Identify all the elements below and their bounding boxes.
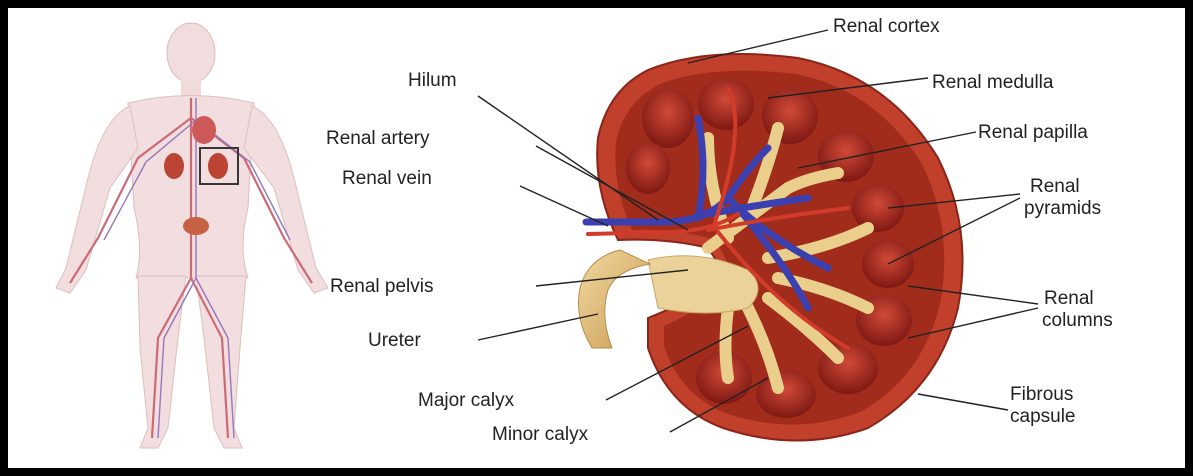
- label-renal-vein: Renal vein: [342, 168, 432, 189]
- body-right-arm: [244, 106, 328, 293]
- label-renal-cortex: Renal cortex: [833, 16, 940, 37]
- bladder-icon: [183, 217, 209, 235]
- label-fibrous-capsule-line1: Fibrous: [1010, 384, 1073, 405]
- body-head: [167, 23, 215, 83]
- label-hilum: Hilum: [408, 70, 457, 91]
- label-renal-pyramids-line2: pyramids: [1024, 198, 1101, 219]
- kidney-cross-section: [579, 54, 963, 441]
- diagram-frame: Renal cortex Renal medulla Hilum Renal p…: [8, 8, 1185, 468]
- label-renal-pyramids-line1: Renal: [1030, 176, 1080, 197]
- label-fibrous-capsule-line2: capsule: [1010, 406, 1076, 427]
- label-renal-artery: Renal artery: [326, 128, 430, 149]
- label-renal-medulla: Renal medulla: [932, 72, 1054, 93]
- label-renal-columns-line1: Renal: [1044, 288, 1094, 309]
- pyramid: [756, 370, 816, 418]
- label-renal-columns-line2: columns: [1042, 310, 1113, 331]
- heart-icon: [192, 116, 216, 144]
- human-body-figure: [56, 23, 328, 448]
- pyramid: [626, 142, 670, 194]
- leader-renal-vein: [520, 186, 608, 226]
- right-kidney-icon: [208, 153, 228, 179]
- label-minor-calyx: Minor calyx: [492, 424, 589, 445]
- leader-fibrous-capsule: [918, 394, 1008, 410]
- label-renal-papilla: Renal papilla: [978, 122, 1088, 143]
- kidney-anatomy-diagram: Renal cortex Renal medulla Hilum Renal p…: [8, 8, 1185, 468]
- left-kidney-icon: [164, 153, 184, 179]
- pyramid: [642, 88, 694, 148]
- label-major-calyx: Major calyx: [418, 390, 515, 411]
- label-ureter: Ureter: [368, 330, 421, 351]
- ureter-shape: [579, 250, 651, 348]
- leader-ureter: [478, 314, 598, 340]
- pyramid: [852, 184, 904, 232]
- pyramid: [698, 78, 754, 130]
- label-renal-pelvis: Renal pelvis: [330, 276, 434, 297]
